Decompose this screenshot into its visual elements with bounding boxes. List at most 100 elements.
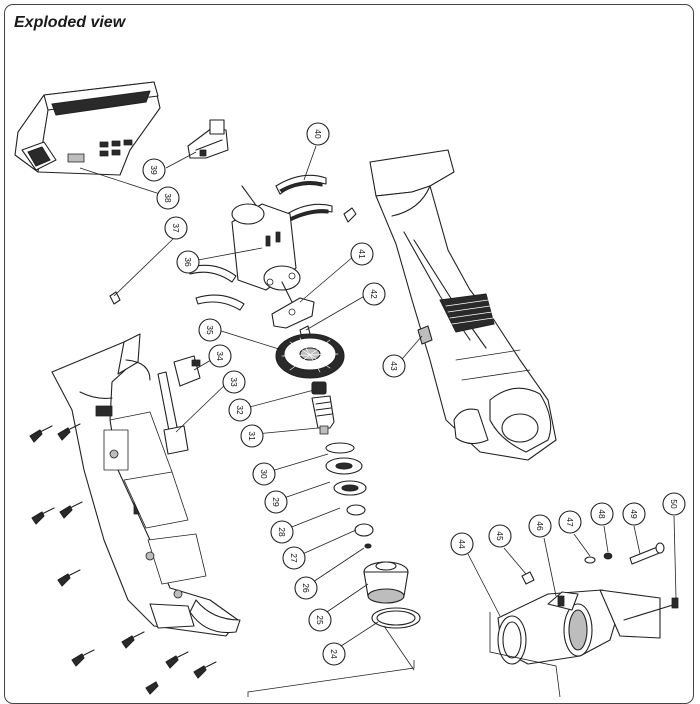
callout-circle [528, 514, 552, 538]
motor [231, 185, 301, 319]
callout-circle [450, 532, 474, 556]
callout-label: 32 [235, 405, 245, 415]
callout-circle [142, 158, 166, 182]
callout-circle [662, 492, 686, 516]
callout-label: 38 [163, 193, 173, 203]
assembly-axis [247, 625, 415, 697]
callout-label: 37 [171, 223, 181, 233]
callout-label: 29 [271, 497, 281, 507]
callout-circle [164, 216, 188, 240]
callout-circle [590, 502, 614, 526]
cooling-fan [275, 333, 345, 379]
callout-circle [252, 462, 276, 486]
callout-label: 47 [565, 517, 575, 527]
housing-pin [109, 291, 121, 305]
callout-37: 37 [164, 216, 188, 240]
callout-circle [282, 546, 306, 570]
callout-47: 47 [558, 510, 582, 534]
left-housing [51, 333, 241, 637]
callout-circle [306, 122, 330, 146]
right-housing [369, 149, 557, 461]
battery-terminal [187, 119, 229, 159]
callout-label: 33 [229, 377, 239, 387]
callout-label: 30 [259, 469, 269, 479]
callout-30: 30 [252, 462, 276, 486]
callout-circle [362, 282, 386, 306]
callout-label: 24 [329, 649, 339, 659]
callout-29: 29 [264, 490, 288, 514]
callout-label: 34 [215, 351, 225, 361]
callout-label: 31 [247, 431, 257, 441]
callout-41: 41 [350, 242, 374, 266]
gear-cap [363, 561, 421, 629]
battery-pack [14, 81, 161, 176]
front-attachment [489, 542, 679, 697]
callout-36: 36 [176, 250, 200, 274]
callout-35: 35 [198, 318, 222, 342]
housing-screws [29, 423, 217, 695]
callout-circle [294, 576, 318, 600]
callout-42: 42 [362, 282, 386, 306]
callout-46: 46 [528, 514, 552, 538]
callout-label: 48 [597, 509, 607, 519]
page-title: Exploded view [14, 14, 126, 31]
callout-33: 33 [222, 370, 246, 394]
callout-label: 35 [205, 325, 215, 335]
callout-label: 43 [389, 361, 399, 371]
bearings [325, 442, 374, 549]
callout-circle [198, 318, 222, 342]
callout-label: 25 [315, 615, 325, 625]
callout-label: 46 [535, 521, 545, 531]
callout-38: 38 [156, 186, 180, 210]
callout-label: 45 [495, 531, 505, 541]
switch [157, 355, 201, 455]
callout-circle [270, 520, 294, 544]
callout-label: 26 [301, 583, 311, 593]
callout-39: 39 [142, 158, 166, 182]
callout-circle [176, 250, 200, 274]
callout-label: 36 [183, 257, 193, 267]
callout-circle [222, 370, 246, 394]
callout-43: 43 [382, 354, 406, 378]
fan-bracket [271, 297, 315, 339]
callout-44: 44 [450, 532, 474, 556]
callout-32: 32 [228, 398, 252, 422]
callout-circle [322, 642, 346, 666]
callout-label: 27 [289, 553, 299, 563]
motor-brackets [275, 174, 333, 223]
callout-26: 26 [294, 576, 318, 600]
callout-circle [240, 424, 264, 448]
callout-50: 50 [662, 492, 686, 516]
callout-circle [264, 490, 288, 514]
callout-49: 49 [622, 502, 646, 526]
callout-circle [350, 242, 374, 266]
callout-label: 40 [313, 129, 323, 139]
callout-40: 40 [306, 122, 330, 146]
callout-label: 49 [629, 509, 639, 519]
callout-label: 50 [669, 499, 679, 509]
callout-label: 41 [357, 249, 367, 259]
callout-circle [488, 524, 512, 548]
callout-48: 48 [590, 502, 614, 526]
callout-circle [308, 608, 332, 632]
callout-31: 31 [240, 424, 264, 448]
callout-circle [558, 510, 582, 534]
callout-label: 42 [369, 289, 379, 299]
callout-circle [228, 398, 252, 422]
callout-27: 27 [282, 546, 306, 570]
callout-circle [208, 344, 232, 368]
callout-circle [156, 186, 180, 210]
callout-25: 25 [308, 608, 332, 632]
drive-shaft [311, 381, 335, 435]
callout-45: 45 [488, 524, 512, 548]
callout-label: 44 [457, 539, 467, 549]
callout-28: 28 [270, 520, 294, 544]
brush-brackets [187, 264, 245, 311]
callout-34: 34 [208, 344, 232, 368]
callout-label: 28 [277, 527, 287, 537]
callout-circle [622, 502, 646, 526]
callout-circle [382, 354, 406, 378]
small-screw [343, 207, 357, 223]
callout-24: 24 [322, 642, 346, 666]
